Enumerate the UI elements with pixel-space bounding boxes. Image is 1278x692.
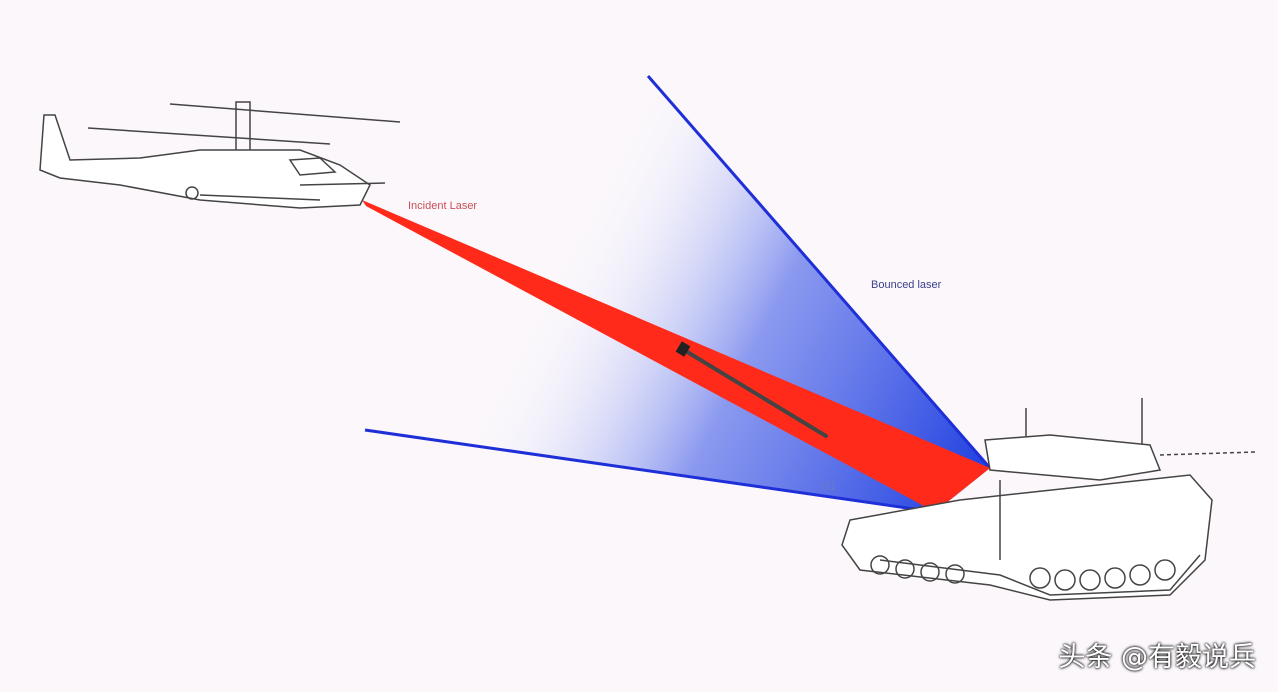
d1-label: d1: [822, 478, 837, 493]
bounced-laser-lower-edge: [364, 428, 936, 514]
incident-laser-beam: [362, 200, 990, 512]
missile-icon: [675, 341, 828, 438]
bounced-laser-label: Bounced laser: [871, 279, 942, 291]
incident-laser-label: Incident Laser: [408, 200, 478, 212]
tank-icon: [841, 398, 1256, 601]
watermark: 头条 @有毅说兵: [1058, 642, 1256, 673]
bounced-laser-upper-edge: [646, 75, 992, 469]
helicopter-icon: [39, 101, 401, 209]
